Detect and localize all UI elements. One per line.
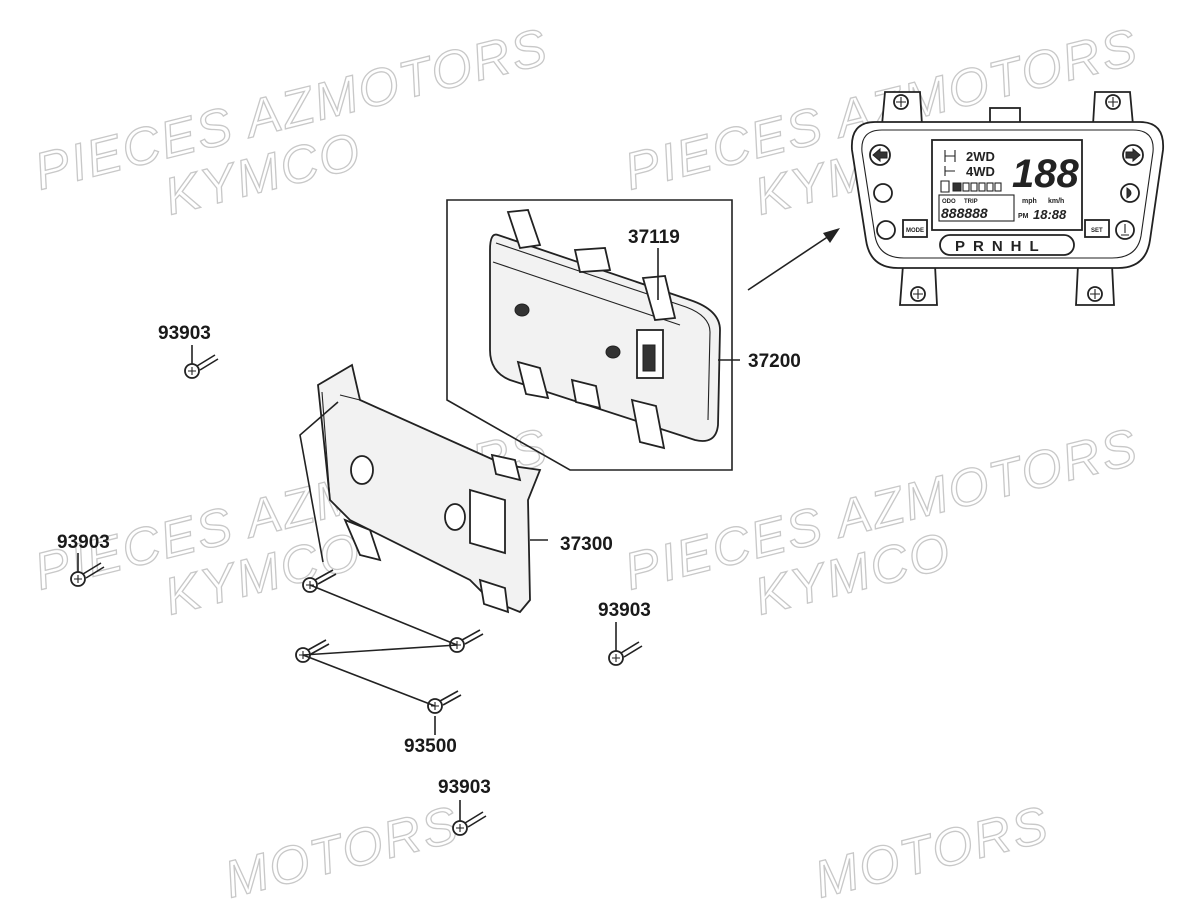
view-arrow-line	[747, 233, 833, 291]
part-label-93903: 93903	[158, 323, 211, 344]
neutral-lamp-icon	[873, 183, 893, 203]
mode-button	[902, 219, 928, 238]
part-label-37200: 37200	[748, 351, 801, 372]
leader-lines	[299, 401, 458, 707]
unit-mph: mph	[1022, 198, 1037, 205]
screw-93500-d	[427, 690, 462, 714]
screw-93903-a	[184, 354, 219, 379]
gear-shift-icon	[944, 150, 956, 176]
watermark-text: MOTORS	[219, 795, 465, 900]
label-leaders	[77, 248, 740, 821]
part-labels: 37119 37200 37300 93903 93903 93903 9350…	[57, 227, 801, 798]
clock-label: PM	[1018, 213, 1029, 220]
drive-4wd-label: 4WD	[966, 164, 995, 179]
screw-93903-c	[608, 641, 643, 666]
mounting-tabs	[881, 91, 1134, 306]
set-button-label: SET	[1091, 228, 1103, 234]
part-label-93903: 93903	[598, 600, 651, 621]
fuel-icon	[940, 180, 950, 193]
gear-strip-label: PRNHL	[955, 238, 1047, 255]
watermark-text: MOTORS	[809, 795, 1055, 900]
odometer-digits: 888888	[941, 205, 988, 221]
view-arrow-head	[823, 228, 840, 243]
part-label-93903: 93903	[438, 777, 491, 798]
mounting-bracket	[317, 363, 542, 614]
trip-label: TRIP	[964, 199, 978, 205]
part-label-37300: 37300	[560, 534, 613, 555]
screw-93500-b	[449, 629, 484, 653]
warning-lamp-icon	[876, 220, 896, 240]
gear-indicator-strip	[939, 234, 1075, 256]
mode-button-label: MODE	[906, 228, 924, 234]
part-label-93500: 93500	[404, 736, 457, 757]
speed-digits: 188	[1012, 152, 1079, 196]
fuel-gauge-bar	[952, 182, 962, 192]
part-label-93903: 93903	[57, 532, 110, 553]
indicator-lamps	[869, 144, 1144, 240]
part-label-37119: 37119	[628, 227, 680, 248]
screw-93903-d	[452, 811, 487, 836]
instrument-cluster: 2WD 4WD 188 ODO TRIP 888888 mph km/h PM …	[851, 91, 1164, 306]
meter-callout-box	[446, 199, 733, 471]
odo-label: ODO	[942, 199, 956, 205]
lcd-contents: 2WD 4WD 188 ODO TRIP 888888 mph km/h PM …	[938, 149, 1079, 222]
drive-2wd-label: 2WD	[966, 149, 995, 164]
meter-rear-housing	[489, 209, 721, 450]
unit-kmh: km/h	[1048, 198, 1064, 205]
clock-digits: 18:88	[1033, 207, 1067, 222]
set-button	[1084, 219, 1110, 238]
